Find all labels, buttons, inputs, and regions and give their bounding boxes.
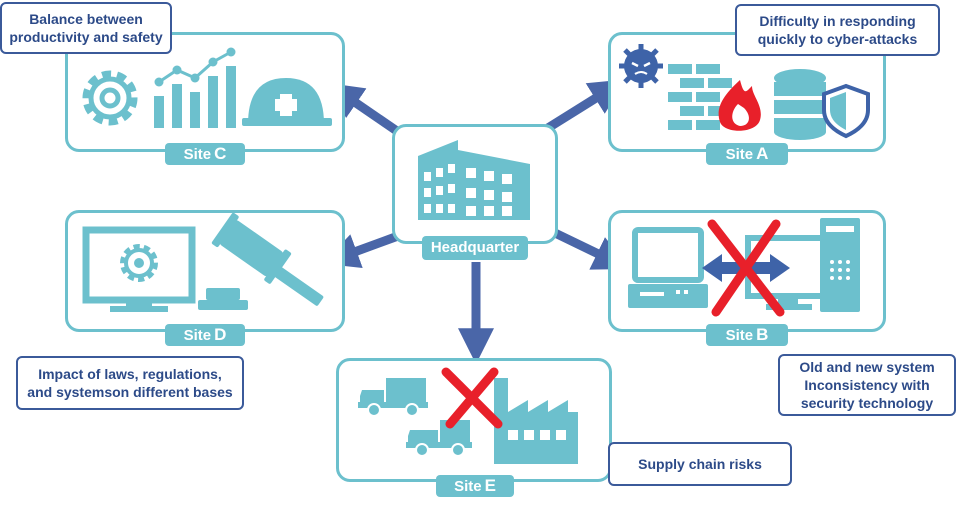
arrow-to-site-a: [545, 79, 626, 132]
virus-icon: [619, 44, 663, 88]
firewall-icon: [668, 64, 732, 130]
old-computer-icon: [628, 227, 708, 308]
truck-icon: [358, 378, 428, 417]
callout-line: Balance between: [29, 11, 143, 27]
shield-icon: [822, 83, 870, 139]
monitor-gear-icon: [82, 226, 196, 312]
factory-icon: [494, 378, 578, 464]
truck-icon: [406, 420, 472, 457]
callout-line: Supply chain risks: [638, 456, 762, 472]
callout-site-a: Difficulty in responding quickly to cybe…: [735, 4, 940, 56]
gavel-icon: [198, 212, 324, 310]
red-cross-icon: [707, 219, 785, 317]
arrow-to-site-b: [553, 228, 630, 270]
database-icon: [774, 69, 826, 140]
callout-line: security technology: [800, 395, 934, 411]
gear-icon: [82, 70, 138, 126]
fire-icon: [718, 80, 761, 131]
callout-line: Old and new system: [799, 359, 935, 375]
arrow-to-site-d: [322, 231, 400, 269]
callout-line: Impact of laws, regulations,: [38, 366, 222, 382]
callout-site-b: Old and new system Inconsistency with se…: [778, 354, 956, 416]
callout-site-e: Supply chain risks: [608, 442, 792, 486]
callout-site-d: Impact of laws, regulations, and systems…: [16, 356, 244, 410]
new-computer-icon: [745, 218, 860, 312]
callout-line: Inconsistency with: [804, 377, 930, 393]
callout-line: quickly to cyber-attacks: [757, 31, 918, 47]
hard-hat-icon: [242, 78, 332, 126]
bar-chart-icon: [154, 47, 236, 128]
red-cross-icon: [441, 367, 503, 429]
callout-line: productivity and safety: [9, 29, 163, 45]
callout-line: and systemson different bases: [27, 384, 233, 400]
callout-line: Difficulty in responding: [759, 13, 916, 29]
callout-site-c: Balance between productivity and safety: [0, 2, 172, 54]
building-icon: [418, 140, 530, 220]
headquarter-label: Headquarter: [422, 236, 528, 260]
